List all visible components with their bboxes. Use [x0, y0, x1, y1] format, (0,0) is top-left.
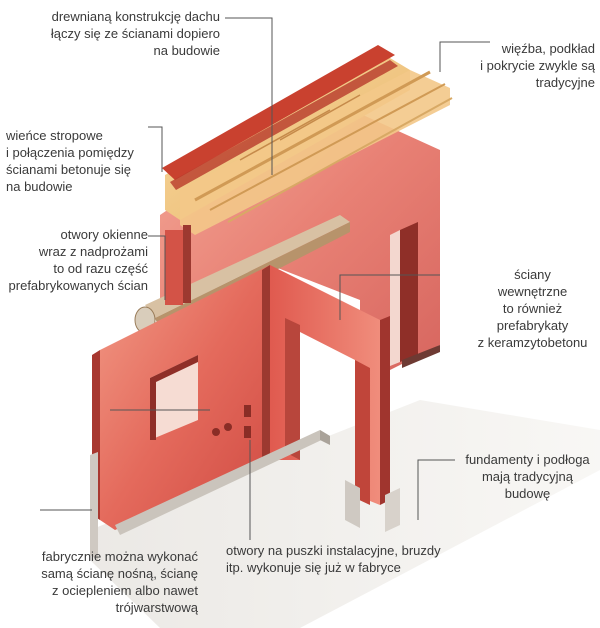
label-window-openings-line: prefabrykowanych ścian: [8, 278, 148, 293]
label-window-openings: otwory okienne wraz z nadprożami to od r…: [6, 226, 148, 294]
label-window-openings-line: otwory okienne: [60, 227, 148, 242]
label-ring-beams: wieńce stropowe i połączenia pomiędzy śc…: [6, 127, 156, 195]
roof-structure: [162, 45, 453, 235]
label-load-bearing-wall-line: z ociepleniem albo nawet: [52, 583, 198, 598]
label-foundations-line: budowę: [504, 486, 551, 501]
foundation: [90, 430, 400, 560]
external-wall: [92, 265, 270, 530]
label-installation-boxes: otwory na puszki instalacyjne, bruzdy it…: [226, 542, 476, 576]
label-internal-walls: ściany wewnętrzne to również prefabrykat…: [470, 266, 595, 351]
label-internal-walls-line: wewnętrzne: [497, 284, 568, 299]
label-ring-beams-line: na budowie: [6, 179, 73, 194]
leader-ring-beams: [148, 126, 163, 172]
label-load-bearing-wall: fabrycznie można wykonać samą ścianę noś…: [6, 548, 198, 616]
label-load-bearing-wall-line: samą ścianę nośną, ścianę: [41, 566, 198, 581]
label-roof-connection-line: drewnianą konstrukcję dachu: [51, 9, 220, 24]
label-ring-beams-line: i połączenia pomiędzy: [6, 145, 134, 160]
label-ring-beams-line: ścianami betonuje się: [6, 162, 132, 177]
label-foundations: fundamenty i podłoga mają tradycyjną bud…: [460, 451, 595, 502]
label-installation-boxes-line: otwory na puszki instalacyjne, bruzdy: [226, 543, 441, 558]
leader-internal-walls: [339, 274, 440, 320]
label-internal-walls-line: prefabrykaty: [496, 318, 569, 333]
label-rafters-line: więźba, podkład: [501, 41, 595, 56]
label-ring-beams-line: wieńce stropowe: [6, 128, 103, 143]
leader-roof-connection: [225, 17, 273, 175]
leader-foundations: [417, 459, 455, 520]
label-rafters: więźba, podkład i pokrycie zwykle są tra…: [455, 40, 595, 91]
label-foundations-line: mają tradycyjną: [481, 469, 574, 484]
gable-posts: [165, 225, 191, 305]
label-load-bearing-wall-line: fabrycznie można wykonać: [41, 549, 198, 564]
label-roof-connection-line: na budowie: [153, 43, 221, 58]
leader-rafters: [439, 41, 490, 72]
label-foundations-line: fundamenty i podłoga: [465, 452, 590, 467]
label-load-bearing-wall-line: trójwarstwową: [115, 600, 198, 615]
label-internal-walls-line: ściany: [514, 267, 551, 282]
label-window-openings-line: to od razu część: [53, 261, 148, 276]
label-internal-walls-line: to również: [502, 301, 563, 316]
leader-window-openings: [148, 235, 166, 300]
label-installation-boxes-line: itp. wykonuje się już w fabryce: [226, 560, 401, 575]
label-internal-walls-line: z keramzytobetonu: [477, 335, 588, 350]
label-rafters-line: tradycyjne: [535, 75, 595, 90]
label-rafters-line: i pokrycie zwykle są: [480, 58, 595, 73]
label-roof-connection: drewnianą konstrukcję dachu łączy się ze…: [10, 8, 220, 59]
label-window-openings-line: wraz z nadprożami: [38, 244, 148, 259]
label-roof-connection-line: łączy się ze ścianami dopiero: [50, 26, 220, 41]
